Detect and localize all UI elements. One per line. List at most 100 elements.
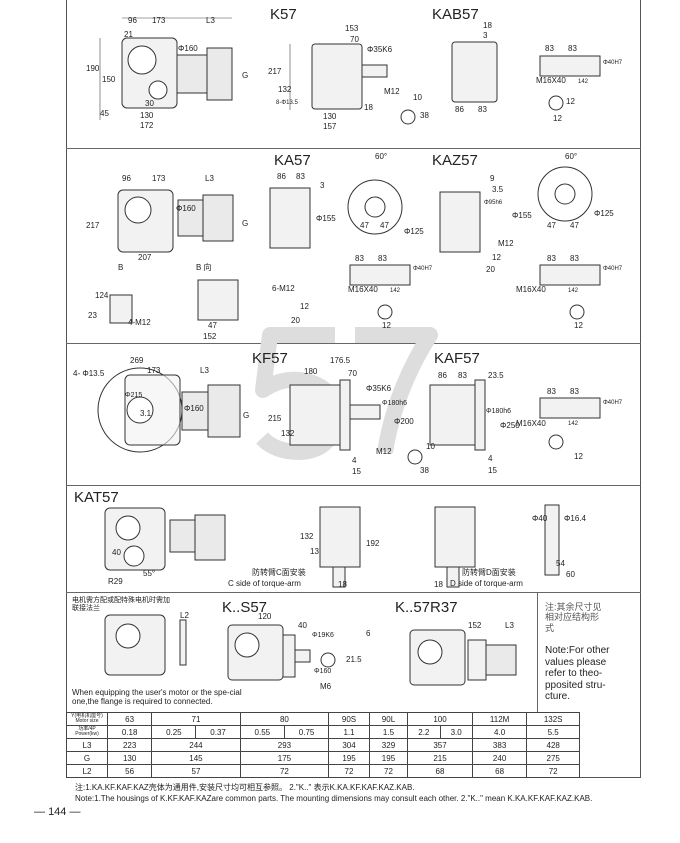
- dim: L3: [505, 621, 514, 630]
- dim: 47: [208, 321, 217, 330]
- cell: 1.5: [368, 725, 409, 739]
- cell: 428: [526, 738, 580, 752]
- dim: 23.5: [488, 371, 504, 380]
- cell: 90L: [368, 712, 409, 726]
- ka57-drawing: [109, 187, 311, 324]
- dim: M16X40: [516, 285, 546, 294]
- dim: Φ125: [594, 209, 614, 218]
- dimension-table: Y(电机机座号) Motor size 63 71 80 90S 90L 100…: [66, 712, 580, 778]
- dim: Φ40H7: [603, 266, 623, 272]
- dim: M16X40: [516, 419, 546, 428]
- kat57-drawing: [104, 504, 560, 588]
- dim: 153: [345, 24, 359, 33]
- cell: 304: [328, 738, 370, 752]
- cell: 1.1: [328, 725, 370, 739]
- dim: Φ180h6: [486, 408, 512, 415]
- dim: 130: [323, 112, 337, 121]
- dim: 142: [578, 79, 589, 85]
- dim: 23: [88, 311, 97, 320]
- k57-side-view: [289, 43, 388, 110]
- header-motor-size: Y(电机机座号) Motor size: [66, 712, 108, 726]
- dim: 83: [547, 387, 556, 396]
- dim: 172: [140, 121, 154, 130]
- dim: 96: [122, 174, 131, 183]
- dim: G: [242, 219, 249, 228]
- cell: 383: [471, 738, 528, 752]
- divider: [537, 592, 538, 712]
- cell: 145: [151, 751, 241, 765]
- dim: 9: [490, 174, 495, 183]
- dim: L3: [206, 16, 215, 25]
- cell: 3.0: [439, 725, 473, 739]
- dim: 83: [355, 254, 364, 263]
- drawing-frame: [66, 0, 641, 778]
- cell: 132S: [526, 712, 580, 726]
- dim: 15: [352, 467, 361, 476]
- kaz57-drawing: [347, 166, 601, 320]
- dim: 120: [258, 612, 272, 621]
- dim: 173: [147, 366, 161, 375]
- title-kf57: KF57: [252, 350, 288, 367]
- dim: Φ215: [125, 392, 143, 399]
- cell: 293: [239, 738, 330, 752]
- cell: 68: [471, 764, 528, 778]
- dim: 70: [350, 35, 359, 44]
- cell: 0.18: [106, 725, 153, 739]
- cell: 215: [407, 751, 473, 765]
- title-kaf57: KAF57: [434, 350, 480, 367]
- shaft-section: [400, 109, 416, 125]
- title-kaz57: KAZ57: [432, 152, 478, 169]
- dim: Φ160: [314, 668, 332, 675]
- cell: 329: [368, 738, 409, 752]
- cell: 4.0: [471, 725, 528, 739]
- side-note-en: Note:For other values please refer to th…: [545, 645, 610, 702]
- dim: M16X40: [536, 76, 566, 85]
- dim: 190: [86, 64, 100, 73]
- dim: G: [242, 71, 249, 80]
- cell: 175: [239, 751, 330, 765]
- dim: 86: [438, 371, 447, 380]
- dim: 12: [574, 321, 583, 330]
- dim: 83: [568, 44, 577, 53]
- dim: 12: [300, 302, 309, 311]
- cell: 195: [368, 751, 409, 765]
- dim: 124: [95, 291, 109, 300]
- dim: Φ155: [316, 214, 336, 223]
- dim: 83: [296, 172, 305, 181]
- dim: 83: [570, 387, 579, 396]
- k57r37-drawing: [409, 629, 517, 686]
- dim: 6: [366, 629, 371, 638]
- c-side-label-cn: 防转臂C面安装: [252, 568, 306, 577]
- cell: 72: [368, 764, 409, 778]
- dim: 38: [420, 111, 429, 120]
- c-side-label-en: C side of torque-arm: [228, 579, 301, 588]
- dim: Φ160: [176, 204, 196, 213]
- dim: 47: [570, 221, 579, 230]
- dim: 192: [366, 539, 380, 548]
- dim: 217: [86, 221, 100, 230]
- cell: 68: [407, 764, 473, 778]
- dim: 4- Φ13.5: [73, 369, 105, 378]
- cell: 5.5: [526, 725, 580, 739]
- cell: 72: [526, 764, 580, 778]
- dim: G: [243, 411, 250, 420]
- dim: 215: [268, 414, 282, 423]
- dim: M16X40: [348, 285, 378, 294]
- cell: 71: [151, 712, 241, 726]
- kf57-drawing: [97, 367, 423, 465]
- dim: Φ35K6: [367, 45, 393, 54]
- kaf57-drawing: [429, 379, 601, 451]
- cell: 244: [151, 738, 241, 752]
- cell: 72: [239, 764, 330, 778]
- dim: 18: [364, 103, 373, 112]
- dim: 157: [323, 122, 337, 131]
- divider: [66, 592, 641, 593]
- cell: 130: [106, 751, 153, 765]
- dim: 132: [278, 85, 292, 94]
- dim: Φ250: [500, 421, 520, 430]
- dim: 60°: [565, 152, 578, 161]
- dim: 96: [128, 16, 137, 25]
- dim: 15: [488, 466, 497, 475]
- dim: 83: [378, 254, 387, 263]
